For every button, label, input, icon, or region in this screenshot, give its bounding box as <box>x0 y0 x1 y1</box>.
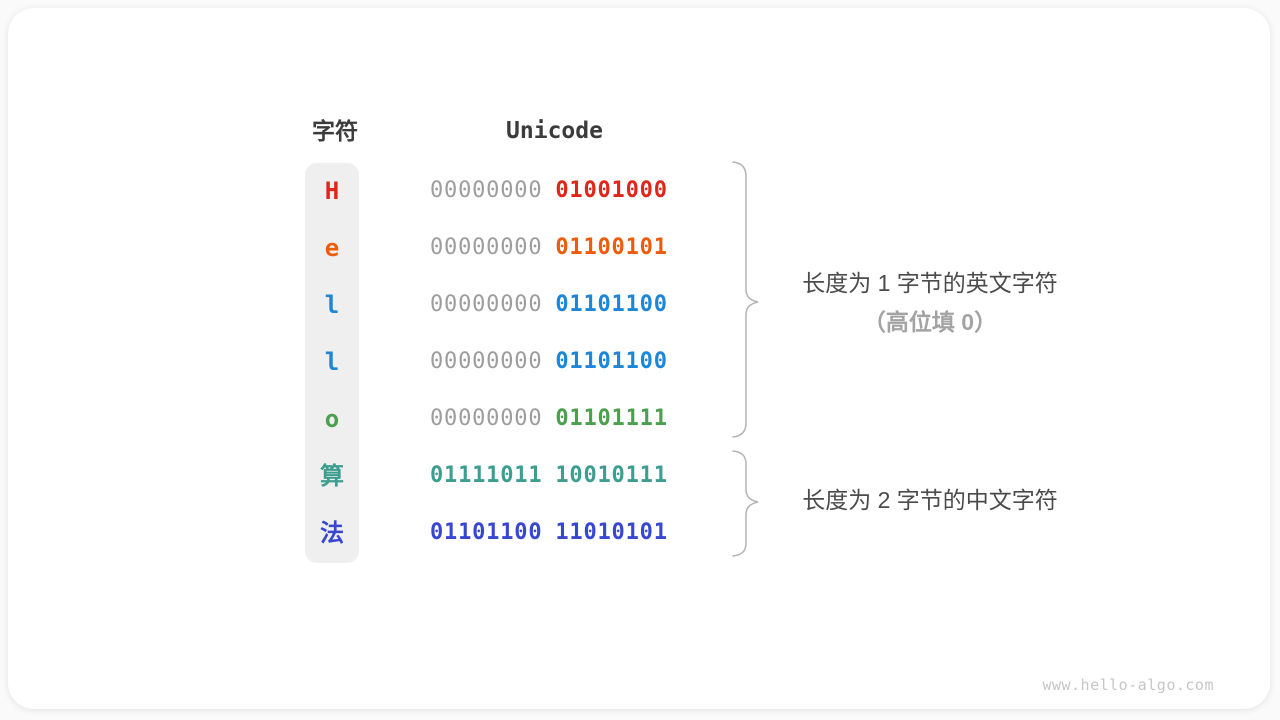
table-row: o 00000000 01101111 <box>0 392 1280 446</box>
character-cell: l <box>324 291 340 319</box>
low-byte: 01100101 <box>555 235 668 260</box>
high-byte: 01111011 <box>430 463 543 488</box>
character-cell: e <box>324 234 340 262</box>
table-row: l 00000000 01101100 <box>0 335 1280 389</box>
unicode-binary: 00000000 01101111 <box>430 392 668 446</box>
column-header-character: 字符 <box>312 118 358 144</box>
high-byte: 00000000 <box>430 235 543 260</box>
low-byte: 01101100 <box>555 292 668 317</box>
unicode-binary: 01101100 11010101 <box>430 506 668 560</box>
brace-english-group <box>732 161 759 438</box>
character-cell: 法 <box>320 519 344 547</box>
character-cell: H <box>324 177 340 205</box>
unicode-binary: 00000000 01100101 <box>430 221 668 275</box>
char-column-background <box>305 163 359 563</box>
table-row: 法 01101100 11010101 <box>0 506 1280 560</box>
unicode-binary: 00000000 01101100 <box>430 278 668 332</box>
diagram-card <box>8 8 1270 709</box>
watermark-url: www.hello-algo.com <box>1042 676 1214 694</box>
table-row: e 00000000 01100101 <box>0 221 1280 275</box>
unicode-binary: 01111011 10010111 <box>430 449 668 503</box>
unicode-binary: 00000000 01101100 <box>430 335 668 389</box>
annotation-english-chars-line2: （高位填 0） <box>862 309 998 335</box>
grouping-braces <box>732 161 759 557</box>
column-header-unicode: Unicode <box>506 118 603 144</box>
table-row: 算 01111011 10010111 <box>0 449 1280 503</box>
brace-chinese-group <box>732 450 759 557</box>
low-byte: 01101111 <box>555 406 668 431</box>
character-cell: o <box>324 405 340 433</box>
high-byte: 00000000 <box>430 292 543 317</box>
low-byte: 10010111 <box>555 463 668 488</box>
high-byte: 00000000 <box>430 349 543 374</box>
unicode-binary: 00000000 01001000 <box>430 164 668 218</box>
high-byte: 01101100 <box>430 520 543 545</box>
low-byte: 01001000 <box>555 178 668 203</box>
character-cell: 算 <box>320 462 344 490</box>
table-row: l 00000000 01101100 <box>0 278 1280 332</box>
high-byte: 00000000 <box>430 406 543 431</box>
high-byte: 00000000 <box>430 178 543 203</box>
annotation-chinese-chars: 长度为 2 字节的中文字符 <box>802 487 1058 513</box>
character-cell: l <box>324 348 340 376</box>
table-row: H 00000000 01001000 <box>0 164 1280 218</box>
annotation-english-chars-line1: 长度为 1 字节的英文字符 <box>802 270 1058 296</box>
low-byte: 11010101 <box>555 520 668 545</box>
low-byte: 01101100 <box>555 349 668 374</box>
